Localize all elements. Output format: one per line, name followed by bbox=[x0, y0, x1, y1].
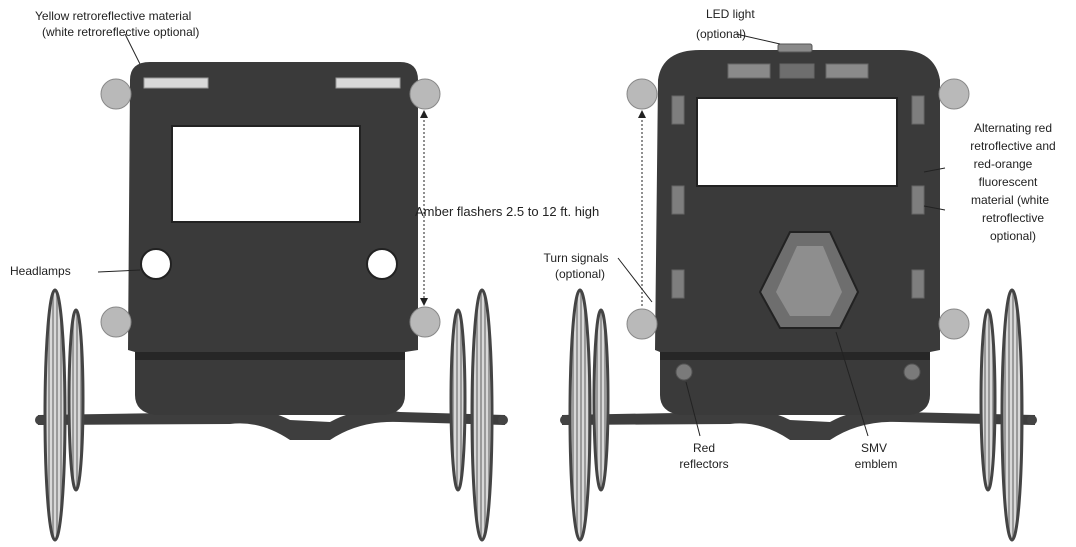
front-bottom-right-amber-flasher bbox=[409, 306, 441, 338]
front-buggy-body bbox=[128, 62, 418, 415]
alternating-material-label-line1: Alternating red bbox=[974, 121, 1052, 135]
rear-left-outer-wheel bbox=[568, 288, 592, 542]
led-light-label-line2: (optional) bbox=[696, 27, 746, 41]
amber-flashers-label: Amber flashers 2.5 to 12 ft. high bbox=[415, 204, 599, 219]
front-left-headlamp bbox=[140, 248, 172, 280]
rear-flasher-height-arrow bbox=[638, 110, 646, 306]
smv-emblem-label-line1: SMV bbox=[861, 441, 887, 455]
yellow-material-label-line2: (white retroreflective optional) bbox=[42, 25, 199, 39]
led-light-label-line1: LED light bbox=[706, 7, 755, 21]
headlamps-label: Headlamps bbox=[10, 264, 71, 278]
rear-top-right-amber-flasher bbox=[938, 78, 970, 110]
rear-left-strip-1 bbox=[671, 95, 685, 125]
front-top-left-amber-flasher bbox=[100, 78, 132, 110]
smv-emblem-label-line2: emblem bbox=[855, 457, 898, 471]
rear-top-strip-2 bbox=[779, 63, 815, 79]
rear-right-outer-wheel bbox=[1000, 288, 1024, 542]
front-right-yellow-strip bbox=[335, 77, 401, 89]
rear-top-strip-1 bbox=[727, 63, 771, 79]
front-right-outer-wheel bbox=[470, 288, 494, 542]
rear-right-inner-wheel bbox=[979, 308, 997, 492]
rear-left-strip-3 bbox=[671, 269, 685, 299]
flasher-height-arrow bbox=[420, 110, 428, 306]
rear-top-left-amber-flasher bbox=[626, 78, 658, 110]
front-left-yellow-strip bbox=[143, 77, 209, 89]
rear-left-inner-wheel bbox=[592, 308, 610, 492]
alternating-material-label-line4: fluorescent bbox=[979, 175, 1038, 189]
front-left-outer-wheel bbox=[43, 288, 67, 542]
red-reflectors-label-line1: Red bbox=[693, 441, 715, 455]
rear-top-strip-3 bbox=[825, 63, 869, 79]
rear-bottom-left-amber-flasher bbox=[626, 308, 658, 340]
front-right-inner-wheel bbox=[449, 308, 467, 492]
yellow-material-label-line1: Yellow retroreflective material bbox=[35, 9, 191, 23]
rear-buggy-view: LED light (optional) Turn signals (optio… bbox=[544, 7, 1056, 542]
rear-right-strip-1 bbox=[911, 95, 925, 125]
rear-bottom-right-amber-flasher bbox=[938, 308, 970, 340]
alternating-material-label-line5: material (white bbox=[971, 193, 1049, 207]
alternating-material-label-line7: optional) bbox=[990, 229, 1036, 243]
front-axle bbox=[38, 409, 505, 440]
front-left-inner-wheel bbox=[67, 308, 85, 492]
rear-left-red-reflector bbox=[675, 363, 693, 381]
rear-axle bbox=[562, 409, 1035, 440]
front-buggy-view: Yellow retroreflective material (white r… bbox=[10, 9, 599, 542]
front-bottom-left-amber-flasher bbox=[100, 306, 132, 338]
turn-signals-label-line2: (optional) bbox=[555, 267, 605, 281]
alternating-material-label-line6: retroflective bbox=[982, 211, 1044, 225]
rear-right-red-reflector bbox=[903, 363, 921, 381]
alternating-material-label-line2: retroflective and bbox=[970, 139, 1055, 153]
rear-right-strip-2 bbox=[911, 185, 925, 215]
rear-right-strip-3 bbox=[911, 269, 925, 299]
turn-signals-label-line1: Turn signals bbox=[544, 251, 609, 265]
front-right-headlamp bbox=[366, 248, 398, 280]
front-top-right-amber-flasher bbox=[409, 78, 441, 110]
rear-window bbox=[696, 97, 898, 187]
led-light bbox=[777, 43, 813, 53]
front-window bbox=[171, 125, 361, 223]
red-reflectors-label-line2: reflectors bbox=[679, 457, 728, 471]
rear-left-strip-2 bbox=[671, 185, 685, 215]
alternating-material-label-line3: red-orange bbox=[974, 157, 1033, 171]
